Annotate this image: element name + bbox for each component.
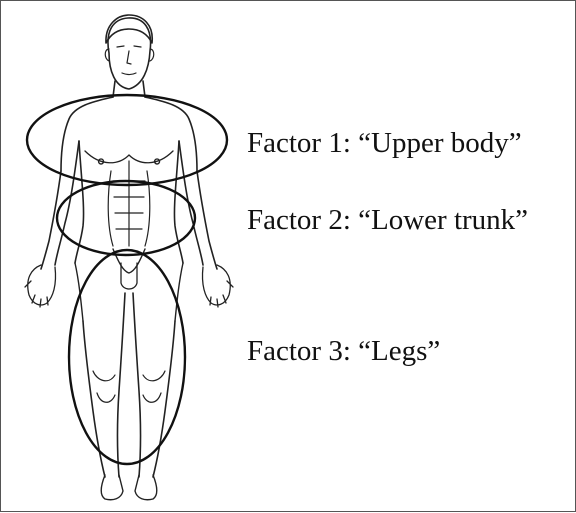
factor-2-label: Factor 2: “Lower trunk” — [247, 206, 528, 235]
left-leg — [83, 293, 125, 477]
factor-1-label: Factor 1: “Upper body” — [247, 129, 522, 158]
left-foot — [101, 475, 123, 500]
right-leg — [133, 293, 175, 477]
right-hand — [202, 265, 233, 307]
left-hand — [25, 265, 56, 307]
factor-1-ellipse — [27, 95, 227, 185]
abdomen — [108, 161, 150, 246]
hair — [106, 15, 152, 43]
knees — [93, 371, 165, 402]
hips — [75, 249, 183, 321]
factor-ellipses — [27, 95, 227, 464]
face-features — [117, 46, 141, 75]
groin — [121, 263, 137, 289]
right-arm — [179, 141, 217, 269]
factor-3-label: Factor 3: “Legs” — [247, 337, 440, 366]
human-figure-outline — [25, 15, 233, 500]
right-foot — [135, 475, 157, 500]
